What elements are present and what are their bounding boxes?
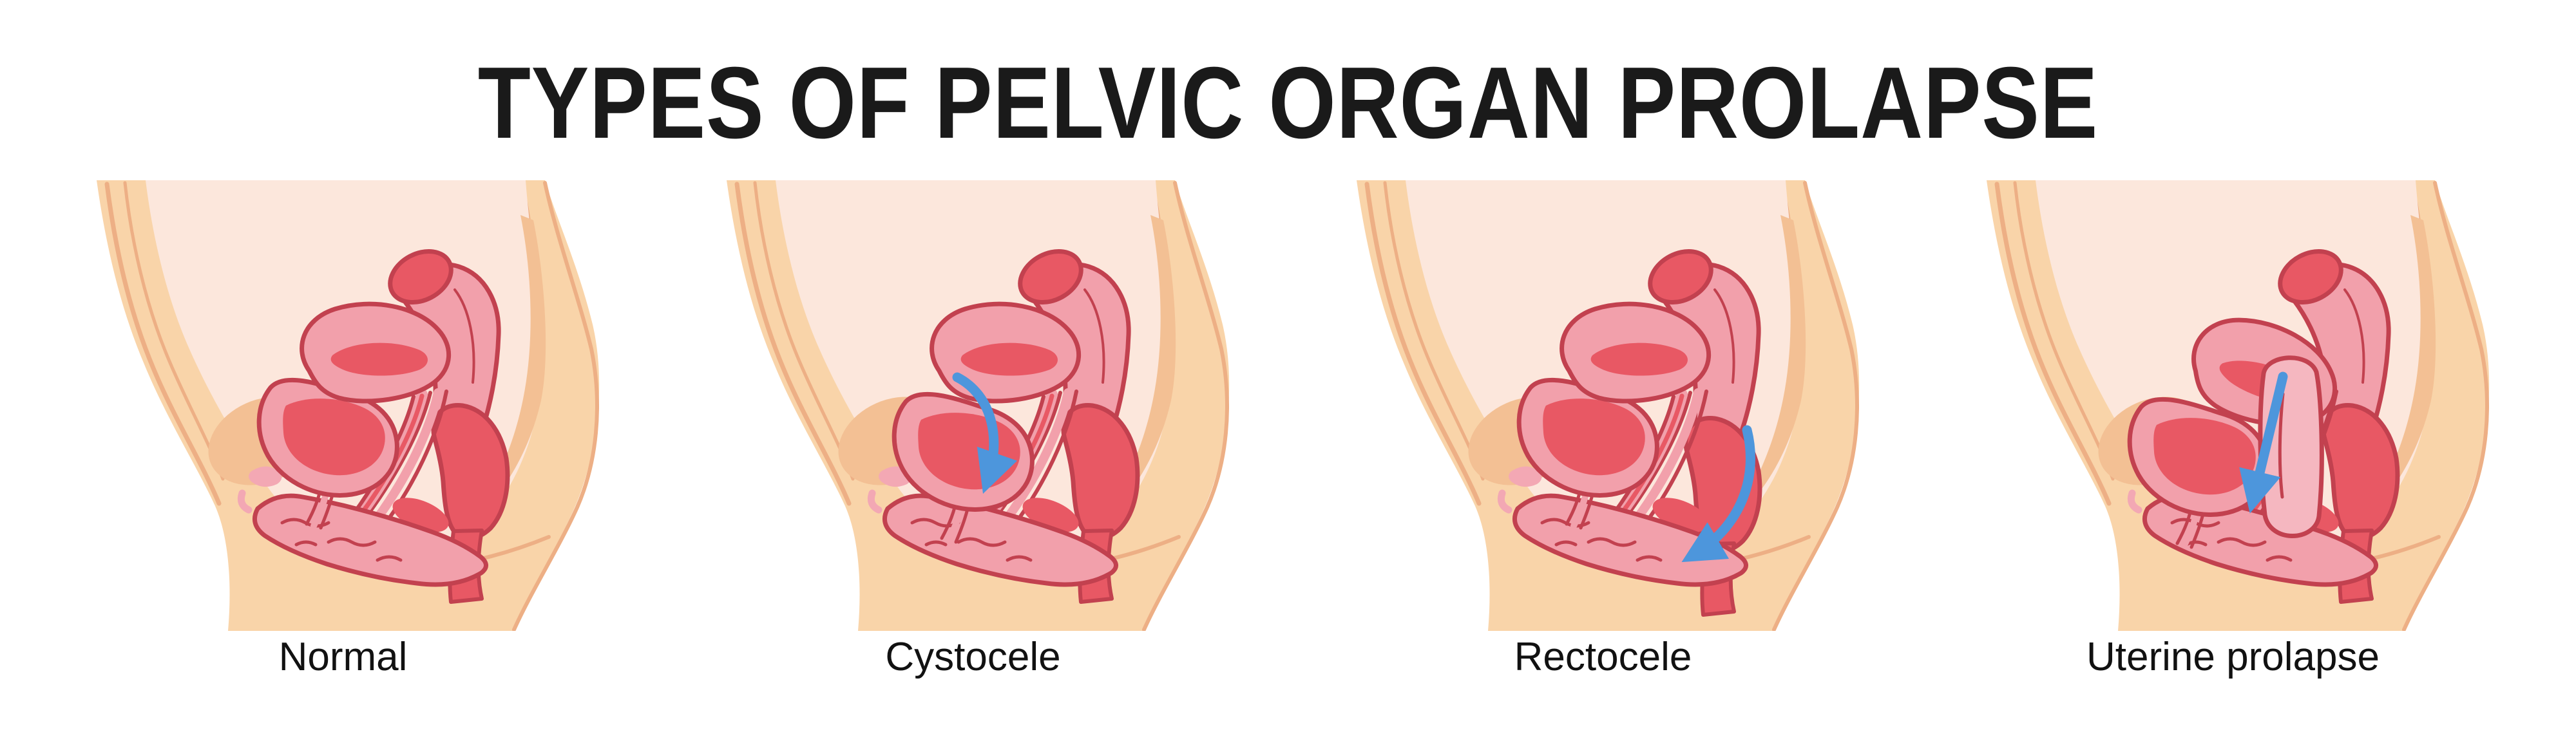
bladder-group [2127,397,2270,549]
uterus-group [929,301,1081,404]
colon-cut-end [387,248,453,305]
prolapse-arrow-icon [1681,425,1755,563]
pelvis-illustration-cystocele [726,180,1229,631]
panels-row: Normal Cystocele Rectocele Uterine prola… [0,180,2576,677]
panel-label-uterine-prolapse: Uterine prolapse [2086,635,2380,679]
panel-label-rectocele: Rectocele [1514,635,1692,679]
panel-cystocele: Cystocele [696,180,1250,677]
bladder-interior [1542,398,1645,476]
prolapse-arrow-icon [2238,371,2287,514]
uterus-lining [1590,342,1688,376]
pelvis-illustration-uterine-prolapse [1986,180,2489,631]
pelvis-illustration-rectocele [1356,180,1859,631]
uterus-lining [960,342,1058,376]
uterus-lining [330,342,428,376]
panel-normal: Normal [66,180,620,677]
panel-label-cystocele: Cystocele [885,635,1061,679]
panel-uterine-prolapse: Uterine prolapse [1956,180,2510,677]
pelvic-floor-muscle [1512,493,1748,587]
colon-cut-end [1647,248,1713,305]
rectum-shape [2320,403,2399,541]
panel-rectocele: Rectocele [1326,180,1880,677]
bladder-interior [2153,418,2256,495]
page-title: TYPES OF PELVIC ORGAN PROLAPSE [477,46,2099,160]
panel-label-normal: Normal [278,635,408,679]
uterus-group [299,301,451,404]
bladder-group [1516,377,1659,530]
prolapse-arrow-icon [952,372,1017,494]
pelvic-floor-muscle [252,493,488,587]
labia-shape [1508,466,1541,487]
colon-cut-end [2277,248,2343,305]
labia-shape [248,466,281,487]
rectum-shape [430,403,510,541]
uterus-group [1559,301,1711,404]
bladder-interior [282,398,385,476]
bladder-group [256,377,399,530]
pelvis-illustration-normal [96,180,599,631]
rectum-shape [1060,403,1140,541]
colon-cut-end [1017,248,1083,305]
